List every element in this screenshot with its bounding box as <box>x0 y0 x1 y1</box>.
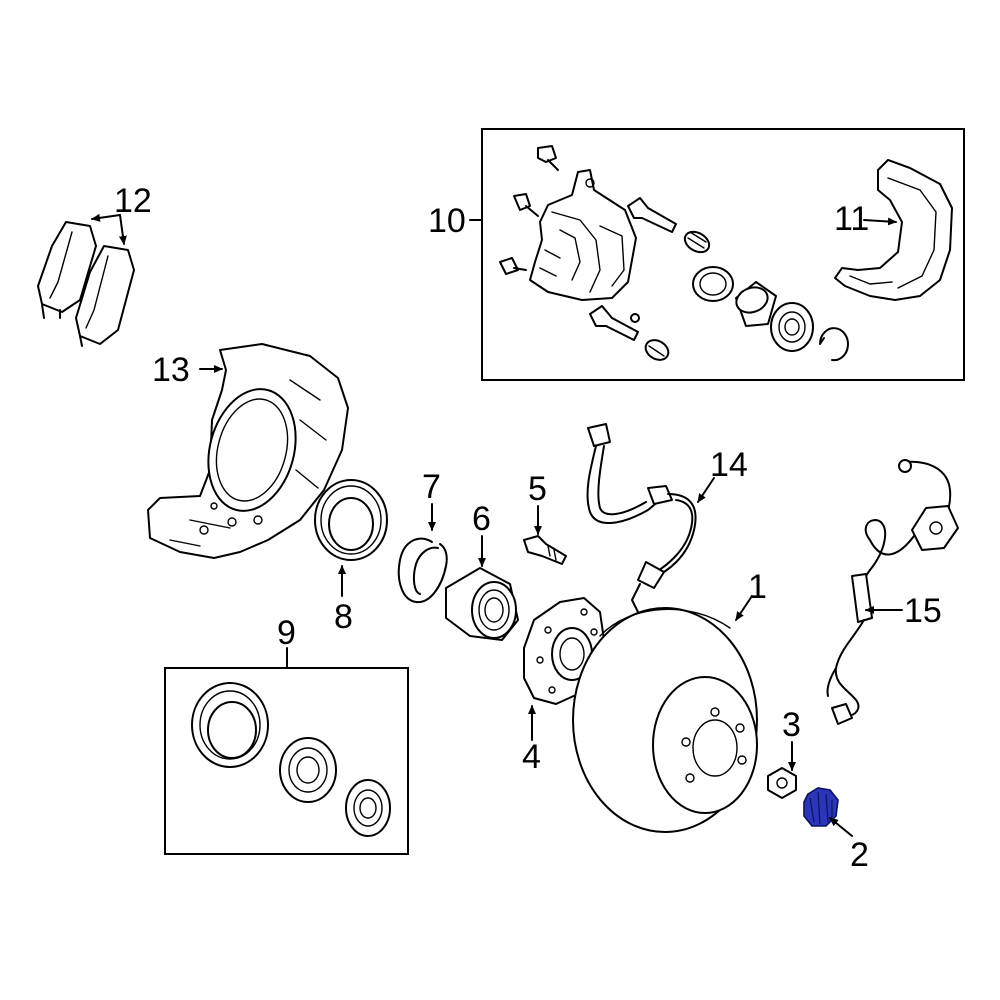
leader-lines <box>91 213 903 837</box>
kit-bearing-outer[interactable] <box>279 737 337 803</box>
bleeder-cap[interactable] <box>513 193 539 217</box>
callout-1: 1 <box>748 568 767 606</box>
wheel-bearing[interactable] <box>445 567 519 641</box>
callout-4: 4 <box>522 738 541 776</box>
callout-7: 7 <box>422 468 441 506</box>
callout-6: 6 <box>472 500 491 538</box>
caliper-bracket[interactable] <box>834 159 953 301</box>
callout-13: 13 <box>152 351 190 389</box>
guide-pin-upper[interactable] <box>627 197 677 233</box>
wheel-stud[interactable] <box>523 535 567 565</box>
guide-pin-boot-lower[interactable] <box>642 336 672 364</box>
callout-12: 12 <box>114 182 152 220</box>
callout-3: 3 <box>782 706 801 744</box>
caliper-kit-box <box>481 128 965 381</box>
callout-15: 15 <box>904 592 942 630</box>
brake-rotor[interactable] <box>572 607 758 833</box>
brake-pad-outer[interactable] <box>37 221 97 319</box>
callout-14: 14 <box>710 446 748 484</box>
kit-bearing-inner[interactable] <box>345 779 391 837</box>
caliper-bolt-small[interactable] <box>499 257 527 275</box>
brake-pad-inner[interactable] <box>75 245 135 347</box>
callout-8: 8 <box>334 598 353 636</box>
boot-retaining-ring[interactable] <box>819 327 849 362</box>
caliper-body[interactable] <box>529 169 637 301</box>
brake-hose[interactable] <box>586 423 697 613</box>
piston-boot[interactable] <box>770 302 814 352</box>
callout-5: 5 <box>528 470 547 508</box>
caliper-piston[interactable] <box>733 281 777 327</box>
kit-seal[interactable] <box>191 682 269 768</box>
piston-seal[interactable] <box>692 266 734 302</box>
callout-11: 11 <box>834 200 869 238</box>
callout-9: 9 <box>277 614 296 652</box>
guide-pin-boot-upper[interactable] <box>681 228 713 257</box>
callout-labels: 12 10 11 13 7 6 5 14 1 15 8 9 3 4 2 <box>114 182 942 874</box>
callout-10: 10 <box>428 202 466 240</box>
bleeder-screw[interactable] <box>537 145 559 171</box>
lug-nut[interactable] <box>767 767 797 799</box>
guide-pin-lower[interactable] <box>589 305 640 341</box>
dust-shield[interactable] <box>147 343 349 559</box>
snap-ring[interactable] <box>397 537 448 604</box>
oil-seal[interactable] <box>314 479 388 561</box>
callout-2: 2 <box>850 836 869 874</box>
